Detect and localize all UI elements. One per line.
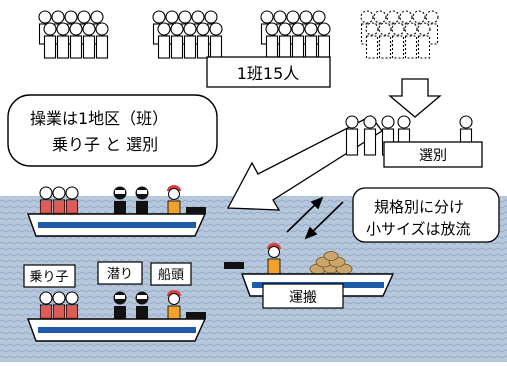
person-figure [43,22,57,59]
person-figure [304,22,318,59]
person-figure [345,115,359,156]
person-figure [82,22,96,59]
crowd-group-3 [260,10,331,59]
person-figure [378,22,392,59]
boat-lower-crew [39,290,181,320]
captain-figure [167,290,181,320]
worker-figure [52,186,66,214]
crowd-group-1 [38,10,109,59]
transport-label: 運搬 [289,290,317,306]
person-figure [157,22,171,59]
worker-figure [65,291,79,319]
diver-figure [113,291,127,319]
person-figure [278,22,292,59]
role-label-row: 乗り子 潜り 船頭 [23,261,192,288]
person-figure [365,22,379,59]
person-figure [209,22,223,59]
size-callout: 規格別に分け 小サイズは放流 [352,187,500,243]
person-figure [38,10,52,45]
worker-figure [39,291,53,319]
diver-figure [113,186,127,214]
person-figure [417,22,431,59]
person-figure [170,22,184,59]
two-way-arrows [286,196,344,240]
diver-figure [135,186,149,214]
role-label-norikko: 乗り子 [29,270,68,285]
boat-upper-crew [39,185,181,215]
person-figure [95,22,109,59]
sorting-label-box: 選別 [383,141,483,168]
transport-boat-crew [267,243,281,275]
worker-figure [65,186,79,214]
size-callout-line1: 規格別に分け [374,198,464,216]
person-figure [56,22,70,59]
role-label-diver: 潜り [107,267,133,282]
person-figure [317,22,331,59]
person-figure [291,22,305,59]
operation-callout-line2: 乗り子 と 選別 [52,135,158,154]
person-figure [183,22,197,59]
diver-figure [135,291,149,319]
person-figure [265,22,279,59]
group-label: 1班15人 [237,64,300,83]
person-figure [425,10,439,45]
operation-callout-line1: 操業は1地区（班） [30,109,168,128]
crowd-group-4-dashed [360,10,439,59]
crowd-group-2 [152,10,223,59]
person-figure [286,10,300,45]
transport-boat: 運搬 [224,243,395,309]
boat-lower [27,290,207,342]
transport-captain-figure [267,243,281,275]
person-figure [69,22,83,59]
worker-figure [39,186,53,214]
sorting-label: 選別 [419,148,447,164]
operation-callout: 操業は1地区（班） 乗り子 と 選別 [7,94,218,167]
role-label-captain: 船頭 [158,268,184,283]
person-figure [404,22,418,59]
catch-pile [309,251,353,275]
boat-upper [27,185,207,237]
person-figure [363,115,377,156]
person-figure [391,22,405,59]
size-callout-line2: 小サイズは放流 [366,220,471,238]
diagonal-arrow [226,115,383,211]
person-figure [196,22,210,59]
group-label-box: 1班15人 [206,56,331,88]
worker-figure [52,291,66,319]
down-arrow [388,78,442,118]
